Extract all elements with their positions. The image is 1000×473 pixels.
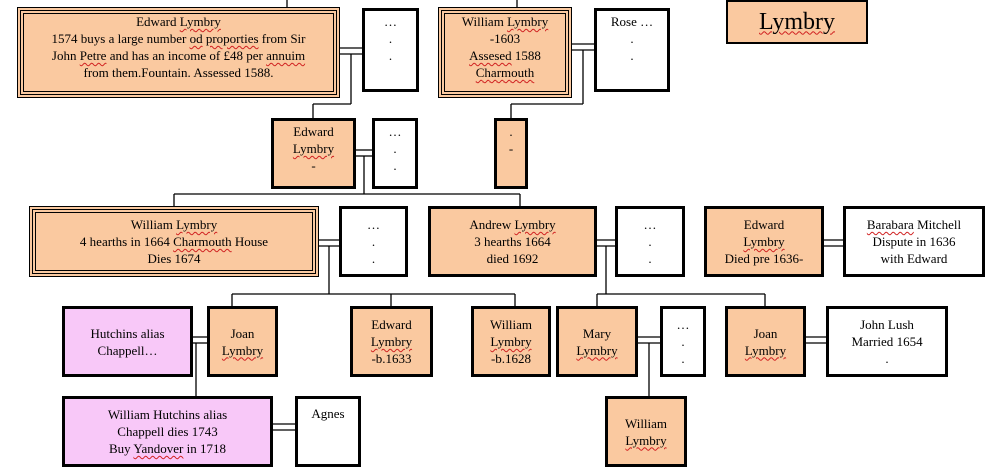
box-line: with Edward <box>880 251 948 266</box>
box-line: William Hutchins alias <box>107 407 228 422</box>
box-line: William Lymbry <box>130 217 218 232</box>
box-line: … <box>676 317 690 332</box>
box-line: Joan <box>753 325 778 341</box>
box-line: . <box>393 141 397 156</box>
box-line: . <box>681 351 685 366</box>
box-line: Rose … <box>610 14 654 29</box>
box-line: Buy Yandover in 1718 <box>108 441 227 456</box>
box-line: Agnes <box>311 406 345 421</box>
box-line: Hutchins alias <box>90 325 165 341</box>
box-line: William <box>624 415 668 431</box>
person-unnamed-child[interactable]: .- <box>494 118 528 189</box>
box-line: … <box>367 217 380 232</box>
box-line: Barabara Mitchell <box>866 217 962 232</box>
box-line: … <box>384 14 397 29</box>
box-line: . <box>648 251 652 266</box>
box-line: . <box>388 48 393 63</box>
box-line: Edward Lymbry <box>136 14 221 29</box>
box-line: Joan <box>230 325 255 341</box>
box-line: John Lush <box>860 317 914 332</box>
spouse-rose[interactable]: Rose ….. <box>594 8 670 92</box>
box-line: . <box>393 158 397 173</box>
box-line: Lymbry <box>292 141 335 156</box>
box-line: . <box>509 124 513 139</box>
box-line: -b.1633 <box>371 351 412 366</box>
box-line: . <box>648 234 652 249</box>
box-line: died 1692 <box>486 251 539 266</box>
box-line: … <box>388 124 402 139</box>
spouse-unknown-3[interactable]: ….. <box>339 206 408 277</box>
box-line: John Petre and has an income of £48 per … <box>51 48 306 63</box>
box-line: . <box>630 48 634 63</box>
box-line: Edward <box>743 217 785 232</box>
box-line: … <box>643 217 657 232</box>
box-line: . <box>371 251 376 266</box>
box-line: Mary <box>582 325 612 341</box>
box-line: Charmouth <box>475 65 535 80</box>
box-line: Lymbry <box>744 342 787 358</box>
spouse-agnes[interactable]: Agnes <box>295 396 361 467</box>
box-line: from them.Fountain. Assessed 1588. <box>83 65 274 80</box>
box-line: 3 hearths 1664 <box>474 234 551 249</box>
spouse-unknown-2[interactable]: ….. <box>372 118 418 189</box>
box-line: . <box>371 234 376 249</box>
box-line: Dies 1674 <box>147 251 201 266</box>
box-line: Lymbry <box>625 432 667 448</box>
person-william-lymbry-1664[interactable]: William Lymbry 4 hearths in 1664 Charmout… <box>29 206 319 277</box>
spouse-unknown-4[interactable]: ….. <box>615 206 685 277</box>
box-line: Died pre 1636- <box>724 251 804 266</box>
box-line: Lymbry <box>743 234 785 249</box>
box-line: -b.1628 <box>490 351 532 366</box>
spouse-unknown-5[interactable]: ….. <box>660 306 706 377</box>
box-line: - <box>311 158 316 173</box>
family-title: Lymbry <box>726 0 868 44</box>
box-line: Edward <box>371 317 412 332</box>
person-edward-lymbry-1574[interactable]: Edward Lymbry 1574 buys a large number od… <box>17 7 340 98</box>
box-line: 1574 buys a large number od proporties f… <box>51 31 306 46</box>
box-line: . <box>681 334 685 349</box>
box-line: Lymbry <box>221 342 264 358</box>
box-line: -1603 <box>489 31 521 46</box>
box-line: William Lymbry <box>461 14 549 29</box>
box-line: Dispute in 1636 <box>872 234 956 249</box>
box-line: Married 1654 <box>851 334 923 349</box>
box-line: . <box>388 31 393 46</box>
person-andrew-lymbry[interactable]: Andrew Lymbry 3 hearths 1664 died 1692 <box>428 206 597 277</box>
box-line: Lymbry <box>576 342 618 358</box>
spouse-unknown-1[interactable]: ….. <box>362 8 419 92</box>
box-line: Lymbry <box>370 334 413 349</box>
box-line: Andrew Lymbry <box>469 217 556 232</box>
box-line: - <box>508 141 514 156</box>
family-title-text: Lymbry <box>759 8 835 35</box>
box-line: Chappell… <box>97 342 158 358</box>
box-line: . <box>885 351 889 366</box>
box-line: 4 hearths in 1664 Charmouth House <box>79 234 269 249</box>
box-line: Lymbry <box>490 334 532 349</box>
box-line: Chappell dies 1743 <box>117 424 218 439</box>
box-line: William <box>489 317 533 332</box>
box-line: . <box>630 31 634 46</box>
box-line: Edward <box>293 124 334 139</box>
box-line: Assesed 1588 <box>469 48 541 63</box>
